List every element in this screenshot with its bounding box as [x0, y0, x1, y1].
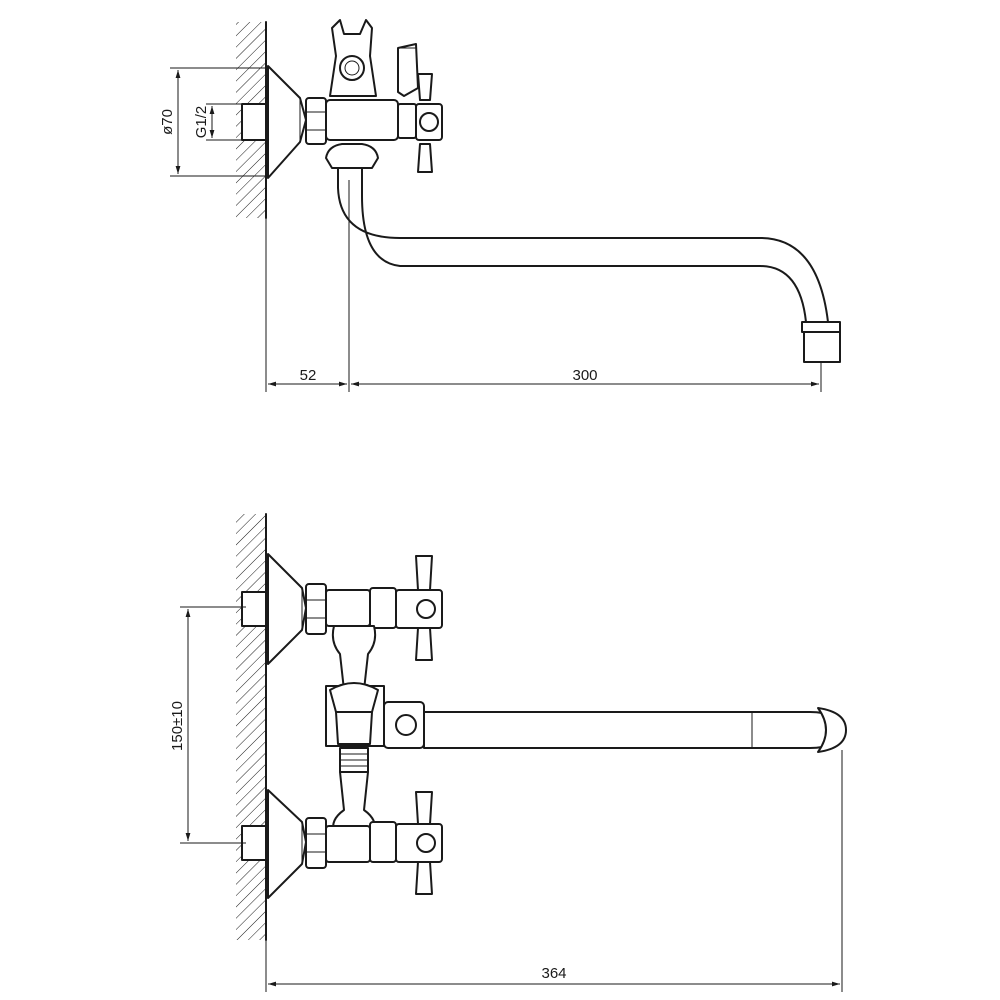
handle-lower-down — [415, 861, 433, 895]
collar-upper — [369, 587, 397, 629]
dim-label-150: 150±10 — [169, 701, 186, 751]
spout-top — [337, 167, 829, 323]
side-view: ø70 G1/2 52 300 — [159, 19, 841, 392]
hex-nut-top — [305, 97, 327, 145]
valve-cap-upper — [416, 599, 436, 619]
aerator-top — [803, 331, 841, 363]
inlet-upper — [241, 591, 267, 627]
escutcheon-lower — [267, 789, 307, 899]
diverter-lever-top — [397, 43, 419, 97]
plan-view: 150±10 364 — [169, 513, 847, 992]
arm-upper — [325, 589, 371, 627]
handle-lower-up — [415, 791, 433, 825]
dim-label-364: 364 — [541, 965, 566, 982]
escutcheon-upper — [267, 553, 307, 665]
dim-label-thread: G1/2 — [193, 106, 210, 139]
valve-cap-lower — [416, 833, 436, 853]
valve-cap-top — [419, 112, 439, 132]
handle-upper-down — [415, 627, 433, 661]
hex-nut-upper — [305, 583, 327, 635]
escutcheon-top — [267, 65, 307, 179]
diverter-mid — [335, 711, 373, 745]
dim-label-52: 52 — [300, 367, 317, 384]
handle-arm-down-top — [417, 143, 433, 173]
arm-lower — [325, 825, 371, 863]
dim-label-diameter: ø70 — [159, 109, 176, 135]
aerator-ring-top — [801, 321, 841, 333]
dim-label-300: 300 — [572, 367, 597, 384]
spout-tip-bottom — [817, 707, 847, 753]
spout-pivot — [395, 714, 417, 736]
holder-ring — [339, 55, 365, 81]
valve-stem-top — [397, 103, 417, 139]
upper-riser — [331, 625, 377, 691]
handle-arm-up-top — [417, 73, 433, 101]
handle-upper-up — [415, 555, 433, 591]
collar-lower — [369, 821, 397, 863]
mixer-body-top — [325, 99, 399, 141]
lower-riser — [332, 771, 376, 833]
inlet-pipe-top — [241, 103, 267, 141]
wall-hatch-bottom — [236, 514, 266, 940]
spout-bottom — [423, 711, 839, 749]
swivel-nut-top — [325, 143, 379, 169]
diverter-top — [329, 682, 379, 713]
hex-nut-lower — [305, 817, 327, 869]
